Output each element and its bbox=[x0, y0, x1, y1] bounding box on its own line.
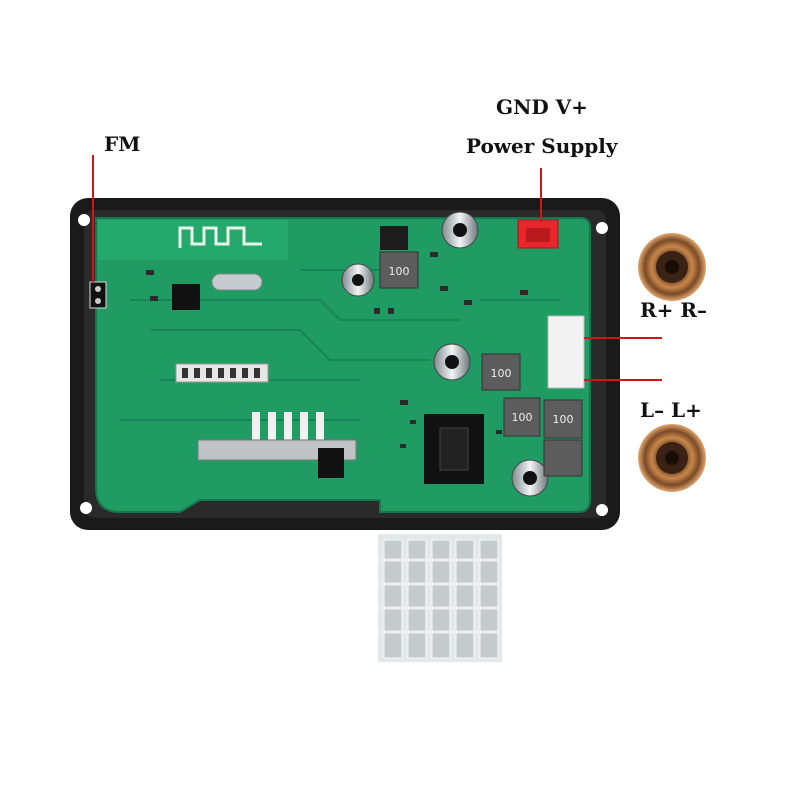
left-channel-label: L– L+ bbox=[640, 398, 702, 422]
crystal bbox=[211, 273, 263, 291]
inductor: 100 bbox=[379, 251, 419, 289]
inductor-marking: 100 bbox=[553, 413, 574, 426]
fm-pin bbox=[95, 286, 101, 292]
power-connector-opening bbox=[526, 228, 550, 242]
fm-label: FM bbox=[104, 132, 141, 156]
regulator-chip bbox=[380, 226, 408, 250]
capacitor bbox=[341, 263, 375, 297]
bt-chip bbox=[172, 284, 200, 310]
inductor bbox=[543, 439, 583, 477]
speaker-left-icon bbox=[638, 424, 706, 492]
inductor: 100 bbox=[481, 353, 521, 391]
mounting-hole bbox=[596, 222, 608, 234]
fm-pin bbox=[95, 298, 101, 304]
sd-card-slot bbox=[197, 439, 357, 461]
amp-chip-pad bbox=[439, 427, 469, 471]
inductor-marking: 100 bbox=[491, 367, 512, 380]
gnd-vplus-label: GND V+ bbox=[496, 95, 588, 119]
capacitor bbox=[433, 343, 471, 381]
fm-connector bbox=[89, 281, 107, 309]
inductor-marking: 100 bbox=[512, 411, 533, 424]
power-supply-label: Power Supply bbox=[466, 134, 618, 158]
inductor: 100 bbox=[503, 397, 541, 437]
display-pins bbox=[182, 368, 260, 378]
inductor-marking: 100 bbox=[389, 265, 410, 278]
speaker-connector bbox=[547, 315, 585, 389]
speaker-right-icon bbox=[638, 233, 706, 301]
power-connector bbox=[517, 219, 559, 249]
smd-components bbox=[146, 252, 528, 448]
mounting-hole bbox=[596, 504, 608, 516]
capacitor bbox=[441, 211, 479, 249]
button-pins bbox=[252, 412, 324, 440]
heatsink bbox=[378, 534, 502, 662]
ir-receiver bbox=[318, 448, 344, 478]
callout-lines bbox=[92, 155, 662, 381]
mounting-hole bbox=[78, 214, 90, 226]
antenna-trace bbox=[178, 226, 262, 248]
right-channel-label: R+ R– bbox=[640, 298, 707, 322]
mounting-hole bbox=[80, 502, 92, 514]
inductor: 100 bbox=[543, 399, 583, 439]
capacitor bbox=[511, 459, 549, 497]
